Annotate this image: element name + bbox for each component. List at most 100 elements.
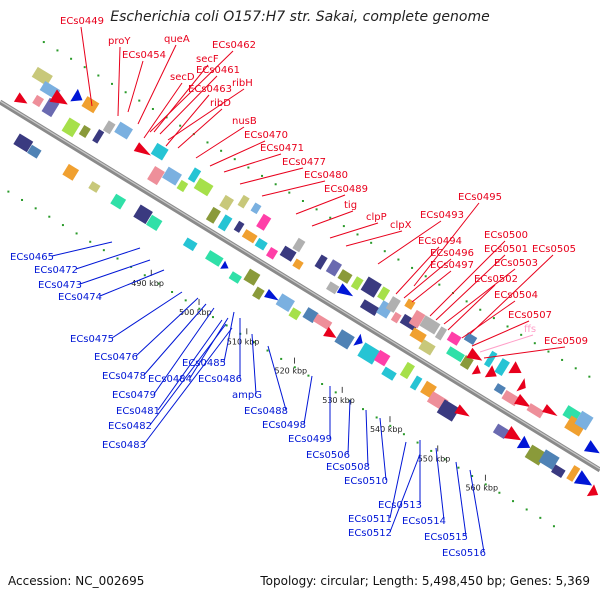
gene-block (434, 326, 448, 341)
label-leader-line (471, 320, 530, 347)
gene-feature (313, 313, 333, 331)
reverse-gene-arrow (353, 333, 363, 346)
forward-gene-label: ECs0504 (494, 290, 538, 301)
forward-gene-label: clpP (366, 212, 387, 223)
guide-dot (301, 199, 304, 202)
gene-block (463, 332, 478, 346)
gene-feature (92, 129, 105, 144)
gene-feature (233, 220, 245, 233)
label-leader-line (239, 167, 304, 185)
label-leader-line (135, 297, 199, 357)
forward-gene-label: ECs0470 (244, 130, 288, 141)
label-leader-line (443, 268, 516, 325)
guide-dot (561, 358, 564, 361)
guide-dot (329, 216, 332, 219)
forward-gene-label: ECs0480 (304, 170, 348, 181)
gene-feature (250, 202, 262, 215)
gene-feature (237, 194, 250, 209)
label-leader-line (447, 284, 496, 331)
gene-block (381, 366, 397, 381)
gene-feature (573, 470, 593, 486)
label-leader-line (469, 469, 485, 553)
gene-feature (390, 311, 402, 324)
tick-label: 560 kbp (465, 484, 498, 493)
reverse-gene-label: ECs0506 (306, 450, 350, 461)
gene-feature (182, 237, 198, 252)
gene-block (459, 355, 474, 370)
label-leader-line (329, 222, 379, 239)
gene-block (27, 144, 42, 159)
gene-block (436, 399, 460, 422)
forward-gene-label: secF (196, 54, 219, 65)
gene-feature (205, 250, 224, 267)
gene-feature (564, 415, 587, 437)
label-leader-line (143, 327, 233, 445)
gene-feature (292, 258, 304, 270)
accession-text: Accession: NC_002695 (8, 574, 145, 588)
reverse-gene-label: ECs0514 (402, 516, 446, 527)
reverse-gene-label: ECs0510 (344, 476, 388, 487)
gene-block (150, 142, 169, 161)
gene-feature (409, 327, 427, 343)
reverse-gene-arrow (336, 283, 354, 297)
gene-block (399, 361, 415, 380)
guide-dot (498, 491, 501, 494)
reverse-gene-label: ECs0475 (70, 334, 114, 345)
guide-dot (124, 91, 127, 94)
label-leader-line (345, 230, 403, 247)
genome-summary-text: Topology: circular; Length: 5,498,450 bp… (260, 574, 590, 588)
gene-block (494, 358, 510, 377)
gene-feature (420, 380, 437, 399)
guide-dot (362, 408, 365, 411)
gene-feature (217, 214, 233, 232)
guide-dot (321, 383, 324, 386)
guide-dot (7, 190, 10, 193)
gene-block (193, 177, 214, 197)
forward-gene-label: ECs0501 (484, 244, 528, 255)
guide-dot (89, 240, 92, 243)
gene-block (326, 281, 340, 295)
label-leader-line (223, 153, 282, 173)
forward-gene-arrow (586, 484, 599, 497)
label-leader-line (389, 441, 407, 519)
label-leader-line (461, 300, 516, 339)
label-leader-line (411, 270, 452, 303)
gene-feature (586, 484, 599, 497)
reverse-gene-label: ECs0511 (348, 514, 392, 525)
guide-dot (102, 249, 105, 252)
gene-block (360, 276, 382, 298)
guide-dot (83, 66, 86, 69)
gene-block (32, 94, 45, 108)
gene-block (187, 167, 202, 183)
guide-dot (75, 232, 78, 235)
guide-dot (512, 500, 515, 503)
forward-gene-label: ECs0477 (282, 157, 326, 168)
label-leader-line (143, 82, 183, 139)
gene-block (114, 121, 133, 140)
gene-feature (583, 440, 600, 454)
label-leader-line (251, 333, 257, 395)
gene-feature (13, 92, 28, 104)
guide-dot (252, 341, 255, 344)
forward-gene-label: ECs0494 (418, 236, 462, 247)
reverse-gene-label: ECs0485 (182, 358, 226, 369)
forward-gene-label: ECs0495 (458, 192, 502, 203)
gene-feature (325, 259, 343, 277)
gene-block (88, 181, 101, 193)
guide-dot (211, 316, 214, 319)
gene-feature (504, 426, 522, 441)
label-leader-line (195, 126, 245, 159)
gene-feature (49, 89, 68, 105)
gene-block (61, 117, 81, 138)
label-leader-line (149, 323, 227, 426)
gene-feature (399, 361, 415, 380)
gene-feature (538, 449, 560, 470)
gene-feature (326, 281, 340, 295)
gene-block (254, 237, 268, 251)
gene-feature (241, 229, 258, 244)
label-leader-line (117, 46, 121, 117)
gene-block (566, 465, 581, 482)
forward-gene-label: ECs0461 (196, 65, 240, 76)
guide-dot (179, 124, 182, 127)
forward-gene-label: ribH (232, 78, 253, 89)
